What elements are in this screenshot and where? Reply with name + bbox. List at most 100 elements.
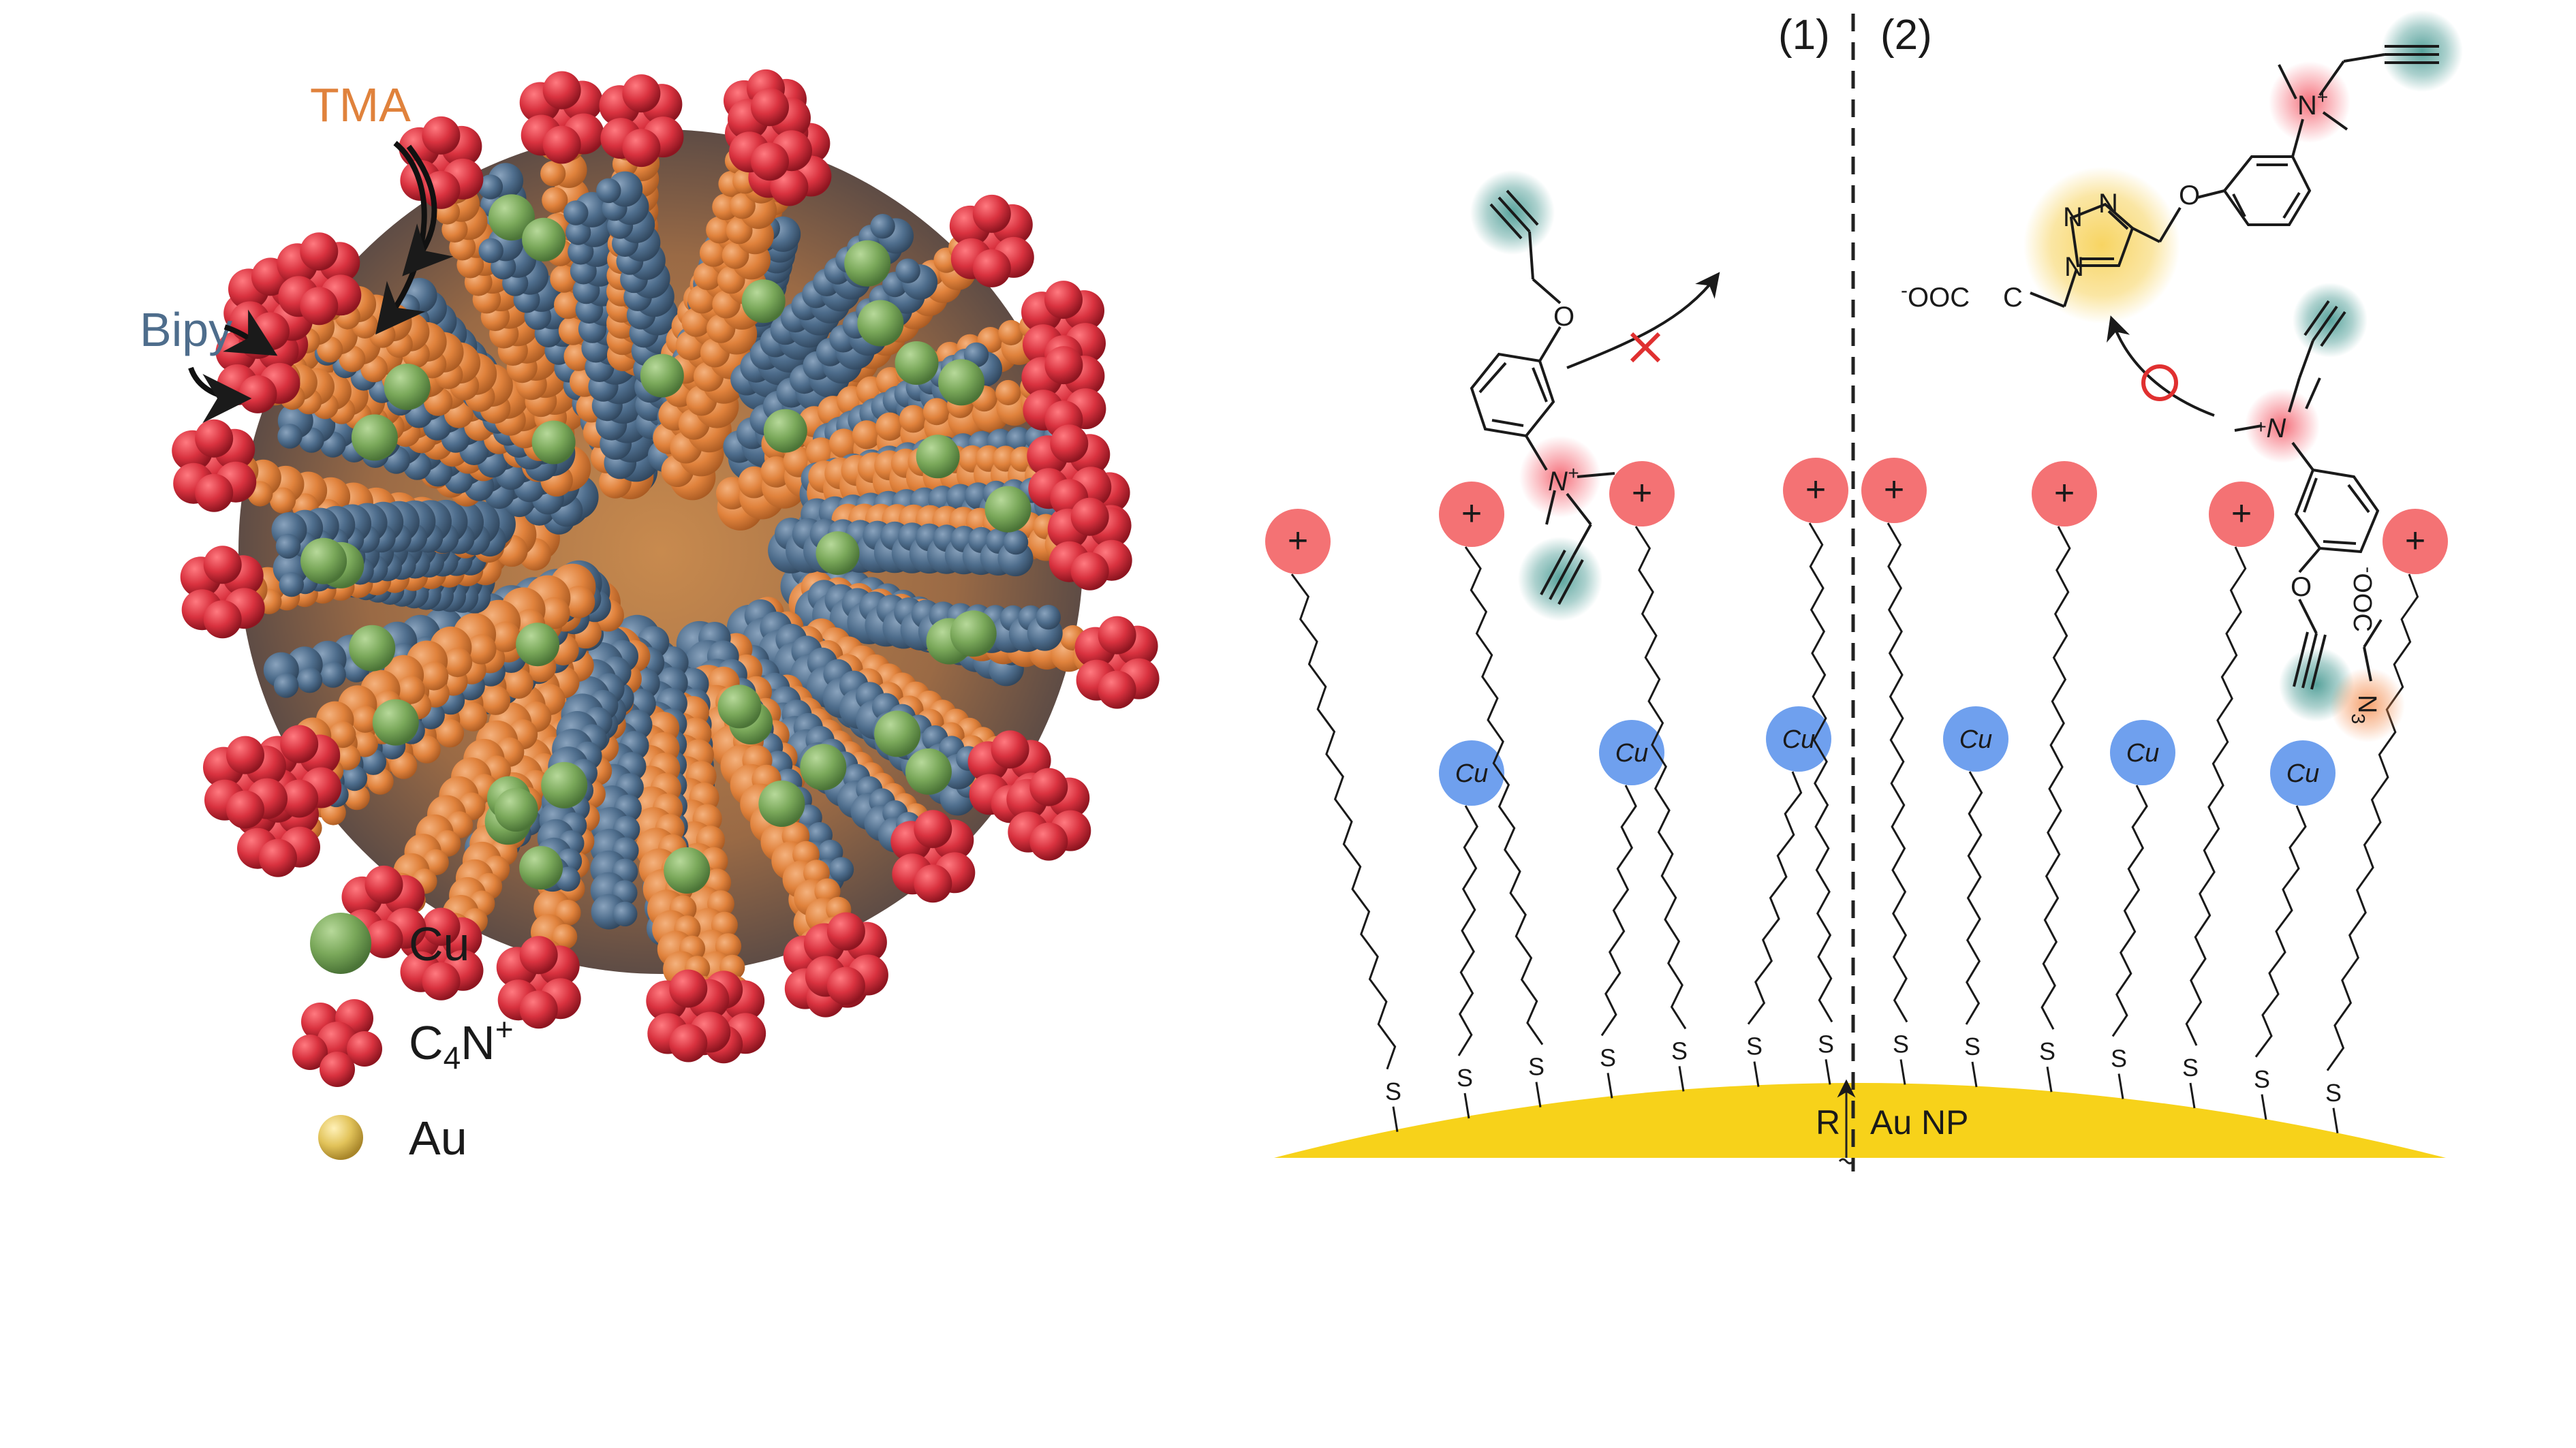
ammonium-chain: S+	[1783, 458, 1848, 1085]
cu-atom	[488, 194, 535, 241]
legend-item-cu: Cu	[310, 913, 469, 974]
alkyne-glow-top-2	[2293, 283, 2368, 358]
c4n-head	[277, 232, 362, 326]
cu-label: Cu	[1615, 739, 1649, 768]
cu-label: Cu	[2286, 759, 2320, 788]
legend-c4n-label: C4N+	[409, 1011, 514, 1075]
ammonium-chain: S+	[1439, 482, 1545, 1107]
panel-label-1: (1)	[1778, 12, 1830, 59]
reaction-arrow	[2107, 315, 2215, 417]
cu-atom	[741, 279, 786, 324]
plus-sign: +	[1461, 494, 1482, 533]
plus-head	[2209, 482, 2274, 547]
c4n-head	[1006, 768, 1091, 861]
copper-chain: SCu	[1943, 706, 2008, 1088]
c4n-head	[1021, 281, 1106, 374]
product-c: C	[2003, 283, 2023, 313]
cu-atom	[300, 537, 347, 584]
sulfur-atom: S	[1818, 1030, 1834, 1058]
forbidden-cross-icon	[1630, 332, 1661, 363]
copper-chain: S Cu	[1746, 706, 1831, 1087]
ammonium-chain: S+	[2325, 509, 2448, 1134]
c4n-head	[203, 736, 288, 829]
cu-head	[1943, 706, 2008, 772]
cu-atom	[664, 847, 711, 894]
substrate-molecule-1: O N+	[1470, 170, 1720, 621]
legend-item-c4n: C4N+	[292, 999, 514, 1087]
c4n-head	[728, 88, 812, 181]
plus-head	[2383, 509, 2448, 574]
c4n-head	[890, 810, 976, 903]
bipy-arrow-2	[188, 366, 252, 423]
cu-atom	[984, 486, 1031, 533]
cu-label: Cu	[1959, 725, 1993, 754]
cu-atom	[905, 748, 952, 795]
ammonium-chain: S+	[1609, 461, 1688, 1092]
sulfur-atom: S	[1600, 1043, 1616, 1071]
c4n-head	[1021, 346, 1106, 439]
legend: Cu C4N+ Au	[292, 913, 514, 1165]
cu-atom	[516, 623, 560, 667]
triazole-product: N N N -OOC C O N+	[1901, 10, 2463, 324]
cu-atom	[541, 761, 588, 808]
radius-label: R	[1816, 1103, 1840, 1142]
cu-atom	[372, 699, 419, 746]
triazole-n-atoms: N N N	[2063, 189, 2126, 282]
c4n-head	[1074, 616, 1160, 709]
plus-head	[1861, 458, 1927, 523]
cu-head	[1599, 720, 1664, 785]
cu-atom	[916, 435, 960, 479]
plus-head	[1609, 461, 1675, 526]
legend-cu-marker	[310, 913, 371, 974]
cu-atom	[384, 364, 431, 410]
plus-head	[1783, 458, 1848, 523]
cu-atom	[349, 625, 396, 672]
break-symbol	[1838, 1158, 1855, 1165]
plus-sign: +	[1632, 473, 1652, 513]
substrate-molecule-2: +N O -OOC N3	[2107, 283, 2405, 742]
cu-atom	[758, 781, 805, 827]
legend-cu-label: Cu	[409, 917, 469, 971]
monolayer-schematic: (1) (2) R Au NP S+SCuS+SCuS+SCuS+S+SCuS+…	[1265, 10, 2463, 1171]
bipy-arrow-1	[223, 309, 278, 356]
cu-label: Cu	[1455, 759, 1489, 788]
plus-sign: +	[2231, 494, 2252, 533]
sulfur-atom: S	[1457, 1064, 1473, 1092]
cu-atom	[950, 610, 997, 657]
plus-sign: +	[2405, 521, 2425, 561]
sulfur-atom: S	[1528, 1053, 1545, 1081]
cu-head	[2270, 740, 2336, 806]
ammonium-head-groups	[172, 69, 1160, 1064]
cu-head	[1766, 706, 1831, 772]
label-tma: TMA	[310, 78, 411, 131]
nanoparticle-model	[172, 69, 1160, 1064]
product-n: N+	[2297, 86, 2328, 121]
plus-sign: +	[1288, 521, 1308, 561]
product-o: O	[2179, 180, 2200, 210]
cu-atom	[519, 846, 563, 890]
plus-head	[1439, 482, 1504, 547]
c4n-head	[1027, 424, 1112, 518]
cu-atom	[816, 531, 860, 576]
cu-atom	[522, 217, 566, 262]
cu-atom	[717, 684, 762, 729]
label-bipy: Bipy	[140, 303, 232, 356]
bipy-ligand	[563, 191, 659, 482]
cu-atom	[763, 409, 807, 453]
azide-carboxylate: -OOC	[2348, 567, 2379, 632]
sulfur-atom: S	[1671, 1037, 1688, 1065]
c4n-head	[803, 912, 888, 1005]
sulfur-atom: S	[1385, 1077, 1401, 1105]
azide-glow	[2330, 667, 2405, 742]
copper-atoms	[300, 194, 1031, 894]
cu-label: Cu	[1782, 725, 1816, 754]
atom-n-1: N+	[1548, 462, 1579, 497]
c4n-head	[599, 74, 684, 168]
bipy-ligand	[271, 499, 516, 559]
legend-c4n-marker	[292, 999, 382, 1087]
c4n-head	[949, 194, 1034, 287]
plus-sign: +	[1884, 470, 1904, 509]
cu-atom	[895, 341, 939, 385]
c4n-head	[172, 419, 257, 512]
